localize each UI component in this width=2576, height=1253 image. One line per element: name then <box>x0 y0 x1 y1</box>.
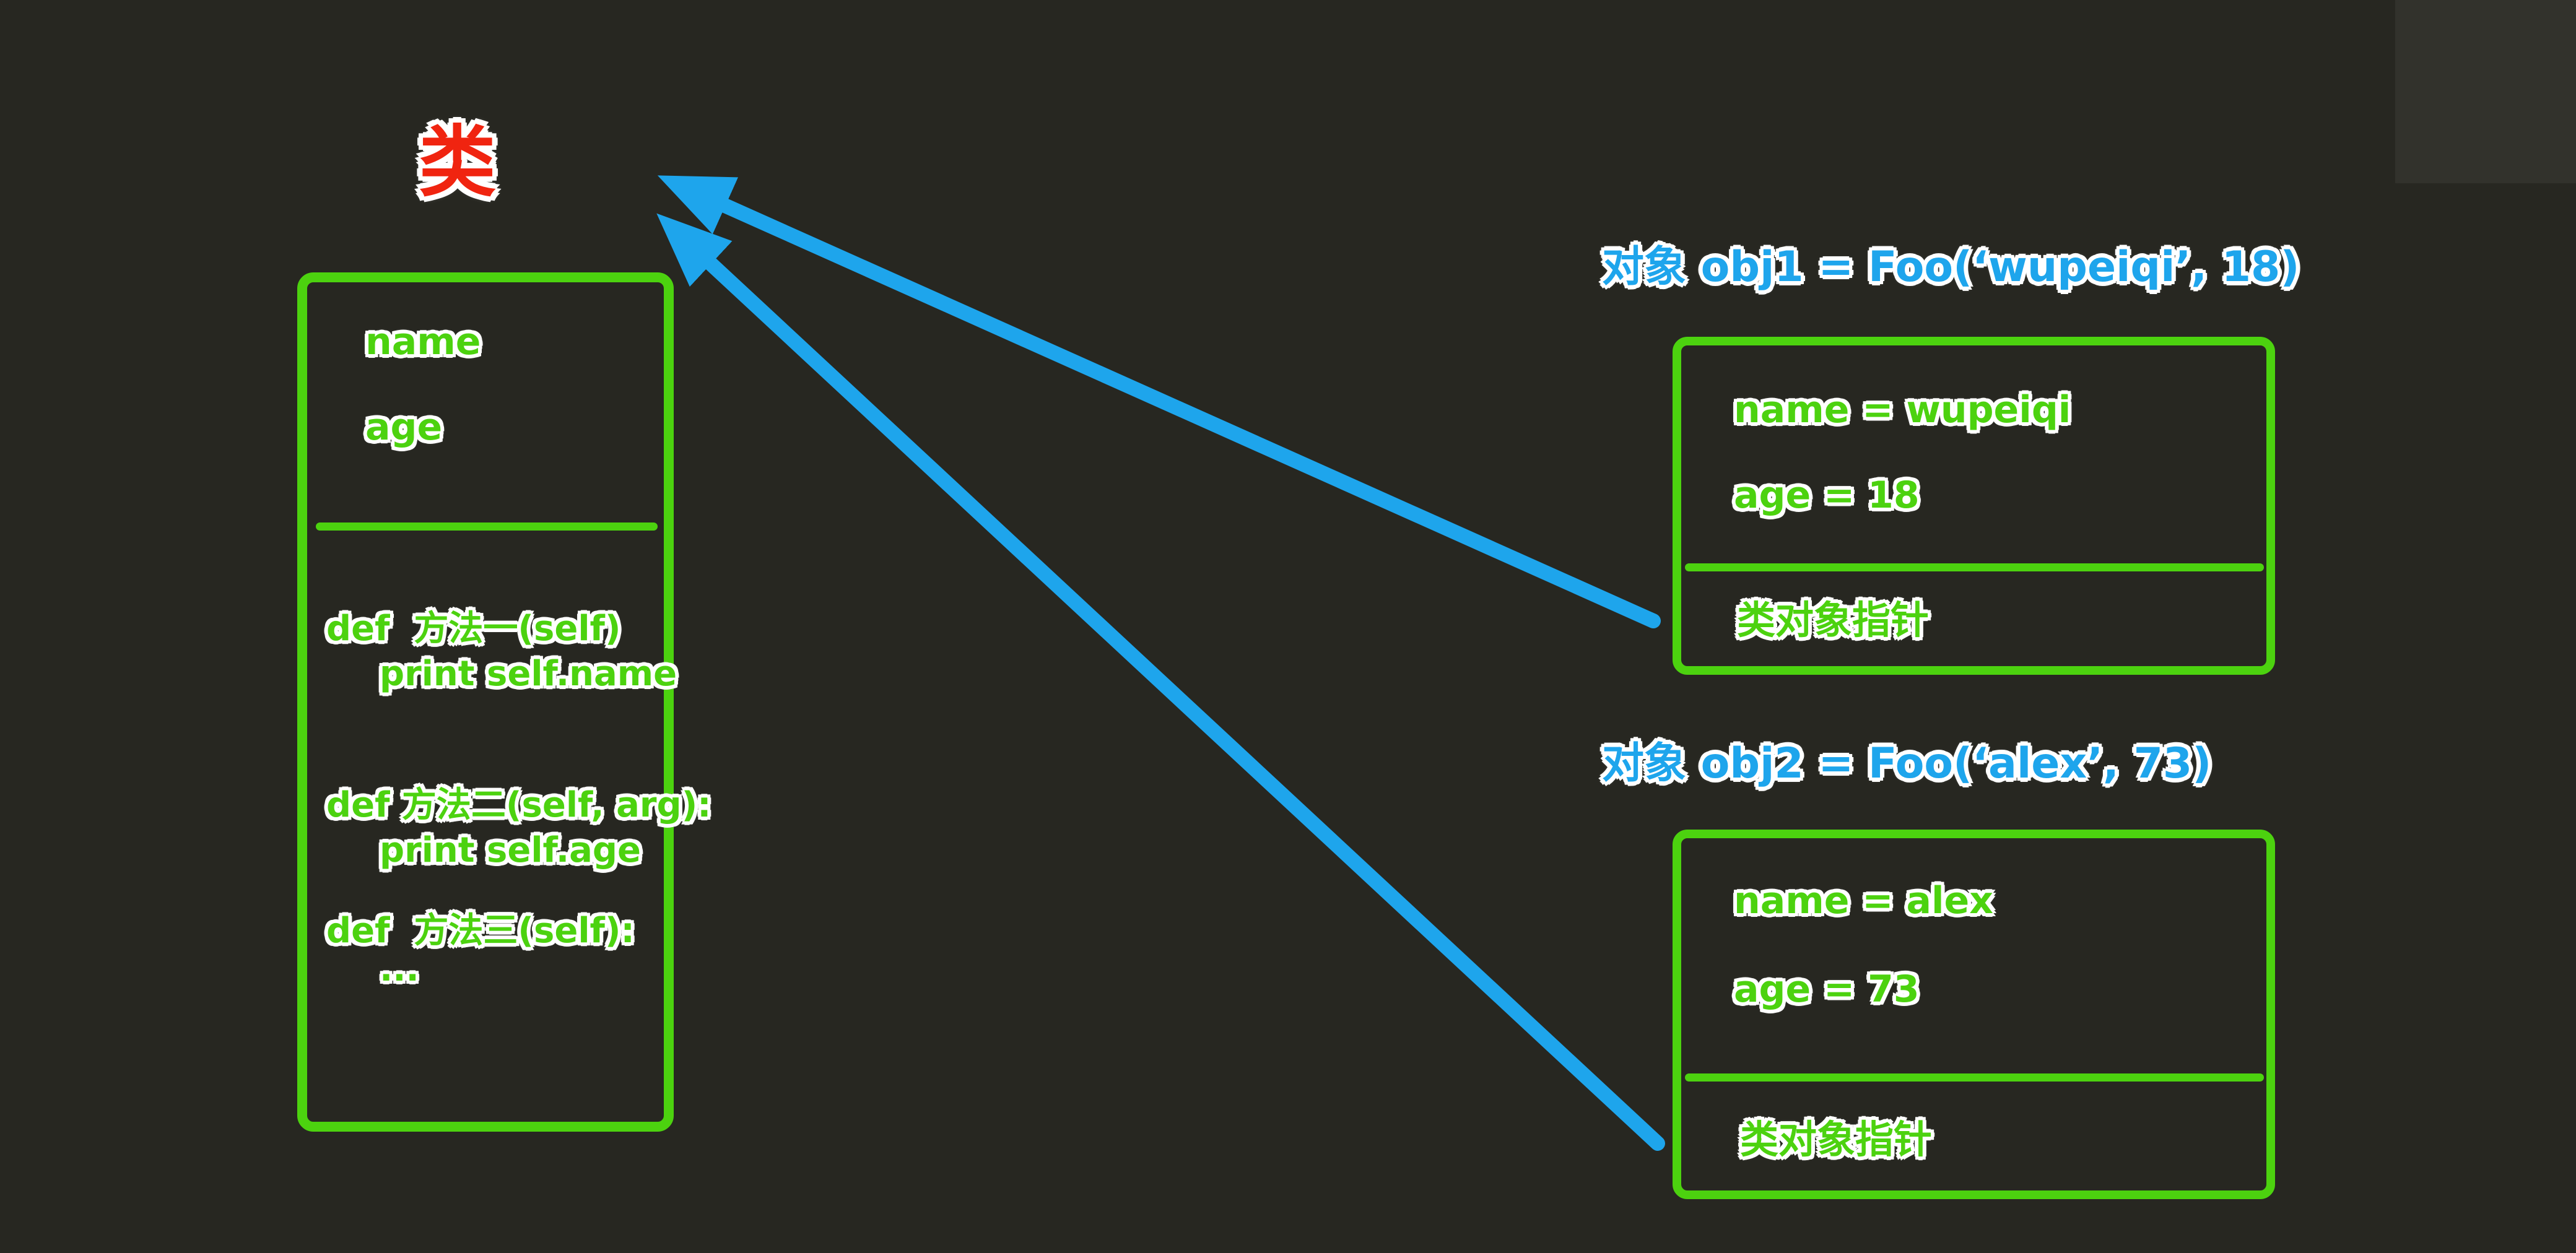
arrow-obj1-to-class-icon <box>657 175 1661 628</box>
class-box: name age def 方法一(self) print self.name d… <box>297 272 711 1132</box>
method-1-def: def 方法一(self) <box>326 609 621 649</box>
object-2-age-field: age = 73 <box>1734 968 1920 1011</box>
method-2-body: print self.age <box>380 830 641 870</box>
object-1-divider <box>1685 563 2264 571</box>
top-right-panel <box>2395 0 2576 183</box>
object-1-age-field: age = 18 <box>1734 474 1920 517</box>
object-1-label: 对象 obj1 = Foo(‘wupeiqi’, 18) <box>1602 243 2300 292</box>
arrow-obj2-to-class-icon <box>656 213 1665 1151</box>
class-box-divider <box>316 522 658 531</box>
class-title: 类 <box>419 118 496 207</box>
class-attribute-name: name <box>365 320 481 363</box>
method-1-body: print self.name <box>380 654 677 694</box>
object-2-pointer-label: 类对象指针 <box>1740 1117 1933 1162</box>
object-2-name-field: name = alex <box>1734 879 1993 922</box>
object-1-pointer-label: 类对象指针 <box>1737 597 1930 643</box>
object-1-box: name = wupeiqi age = 18 类对象指针 <box>1673 337 2275 675</box>
method-3-body: ... <box>380 949 419 989</box>
object-2-box: name = alex age = 73 类对象指针 <box>1673 830 2275 1199</box>
class-attribute-age: age <box>365 405 443 449</box>
method-3-def: def 方法三(self): <box>326 911 635 951</box>
method-2-def: def 方法二(self, arg): <box>326 785 711 825</box>
object-2-divider <box>1685 1073 2264 1082</box>
object-2-label: 对象 obj2 = Foo(‘alex’, 73) <box>1602 739 2212 788</box>
object-1-name-field: name = wupeiqi <box>1734 388 2071 431</box>
